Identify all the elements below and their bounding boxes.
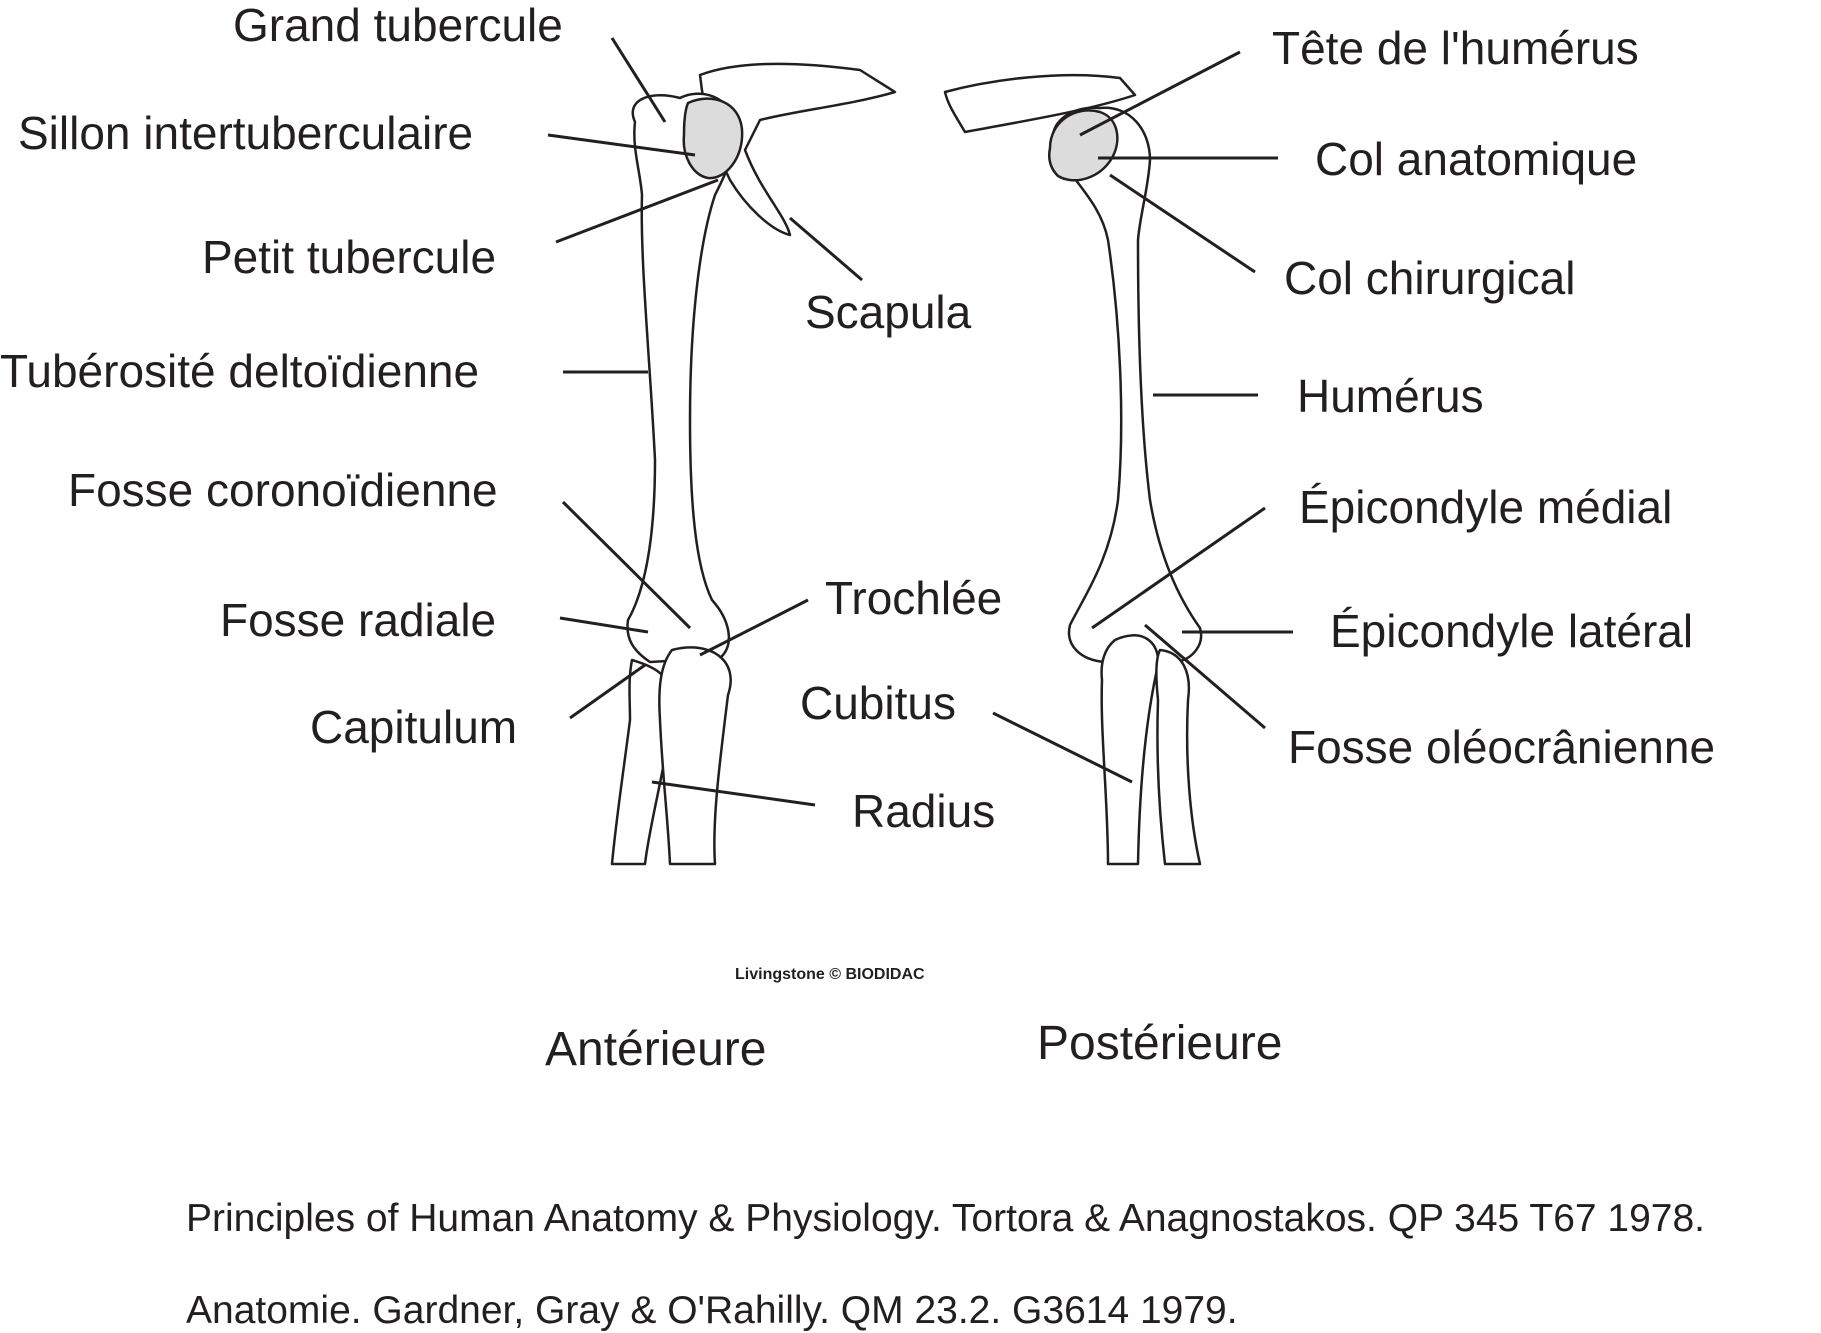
posterior-scapula: [943, 73, 1137, 134]
leader-grand-tubercule: [610, 37, 667, 123]
label-capitulum: Capitulum: [310, 701, 518, 753]
label-humerus: Humérus: [1297, 370, 1484, 422]
label-epicondyle-lateral: Épicondyle latéral: [1330, 605, 1694, 657]
label-grand-tubercule: Grand tubercule: [233, 0, 563, 51]
leader-petit-tubercule: [555, 178, 719, 244]
anterior-ulna: [658, 646, 732, 866]
leader-radius: [651, 780, 816, 807]
reference-2: Anatomie. Gardner, Gray & O'Rahilly. QM …: [186, 1289, 1238, 1332]
label-tuberosite-deltoidienne: Tubérosité deltoïdienne: [0, 345, 480, 397]
label-sillon-intertuberculaire: Sillon intertuberculaire: [18, 107, 474, 159]
anterior-scapula: [698, 62, 897, 237]
label-tete-humerus: Tête de l'humérus: [1272, 22, 1639, 74]
leader-cubitus: [992, 711, 1133, 784]
posterior-humerus: [1051, 106, 1203, 664]
label-fosse-radiale: Fosse radiale: [220, 594, 497, 646]
view-label-posterior: Postérieure: [1037, 1017, 1283, 1070]
leader-trochlee: [699, 598, 809, 657]
leader-scapula: [789, 216, 863, 282]
anterior-humerus: [626, 92, 737, 664]
reference-1: Principles of Human Anatomy & Physiology…: [186, 1197, 1706, 1240]
credit-text: Livingstone © BIODIDAC: [735, 966, 925, 983]
leader-tete-humerus: [1079, 50, 1241, 137]
anterior-bones: [610, 62, 897, 866]
label-fosse-coronoidienne: Fosse coronoïdienne: [68, 464, 498, 516]
label-radius: Radius: [852, 785, 996, 837]
leader-fosse-coronoidienne: [561, 500, 692, 630]
label-cubitus: Cubitus: [800, 677, 956, 729]
leader-fosse-radiale: [559, 616, 649, 634]
leader-fosse-oleocranienne: [1144, 623, 1266, 730]
label-epicondyle-medial: Épicondyle médial: [1299, 481, 1673, 533]
leader-col-chirurgical: [1109, 173, 1256, 274]
anterior-humeral-head: [682, 97, 744, 180]
leader-lines: [547, 37, 1293, 807]
label-col-chirurgical: Col chirurgical: [1284, 252, 1576, 304]
view-label-anterior: Antérieure: [545, 1023, 767, 1076]
posterior-radius: [1155, 648, 1202, 866]
leader-sillon-intertuberculaire: [547, 133, 696, 157]
label-petit-tubercule: Petit tubercule: [202, 231, 497, 283]
label-col-anatomique: Col anatomique: [1315, 133, 1638, 185]
label-scapula: Scapula: [805, 286, 972, 338]
label-fosse-oleocranienne: Fosse oléocrânienne: [1288, 721, 1716, 773]
posterior-bones: [943, 73, 1203, 866]
label-trochlee: Trochlée: [825, 572, 1003, 624]
posterior-ulna: [1100, 634, 1160, 866]
leader-epicondyle-medial: [1091, 506, 1266, 630]
leader-capitulum: [569, 663, 646, 720]
